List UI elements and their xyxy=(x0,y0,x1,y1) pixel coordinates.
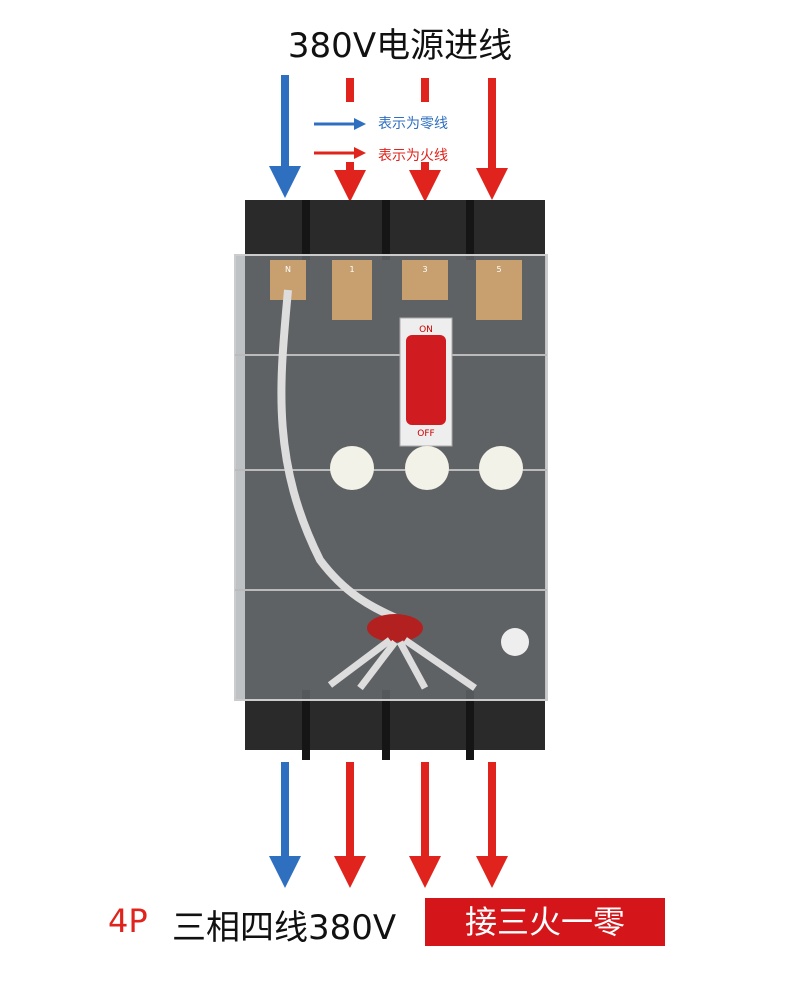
circuit-breaker: N 1 3 5 ON OFF xyxy=(234,200,548,760)
pole-label-1: 1 xyxy=(349,265,354,274)
on-label: ON xyxy=(419,325,433,335)
wiring-highlight: 接三火一零 xyxy=(425,898,665,946)
legend-arrows xyxy=(314,118,366,159)
live-legend-label: 表示为火线 xyxy=(378,148,448,164)
pole-label-5: 5 xyxy=(496,265,501,274)
pole-count: 4P xyxy=(108,902,148,940)
neutral-legend-label: 表示为零线 xyxy=(378,116,448,132)
current-transformer xyxy=(367,614,423,642)
bottom-output-arrows xyxy=(269,762,508,888)
neutral-wire xyxy=(277,289,402,624)
wiring-description: 三相四线380V xyxy=(172,908,397,948)
pole-label-3: 3 xyxy=(422,265,427,274)
pole-label-n: N xyxy=(285,265,291,274)
off-label: OFF xyxy=(417,429,434,439)
title: 380V电源进线 xyxy=(287,26,513,66)
top-input-arrows xyxy=(269,75,508,202)
